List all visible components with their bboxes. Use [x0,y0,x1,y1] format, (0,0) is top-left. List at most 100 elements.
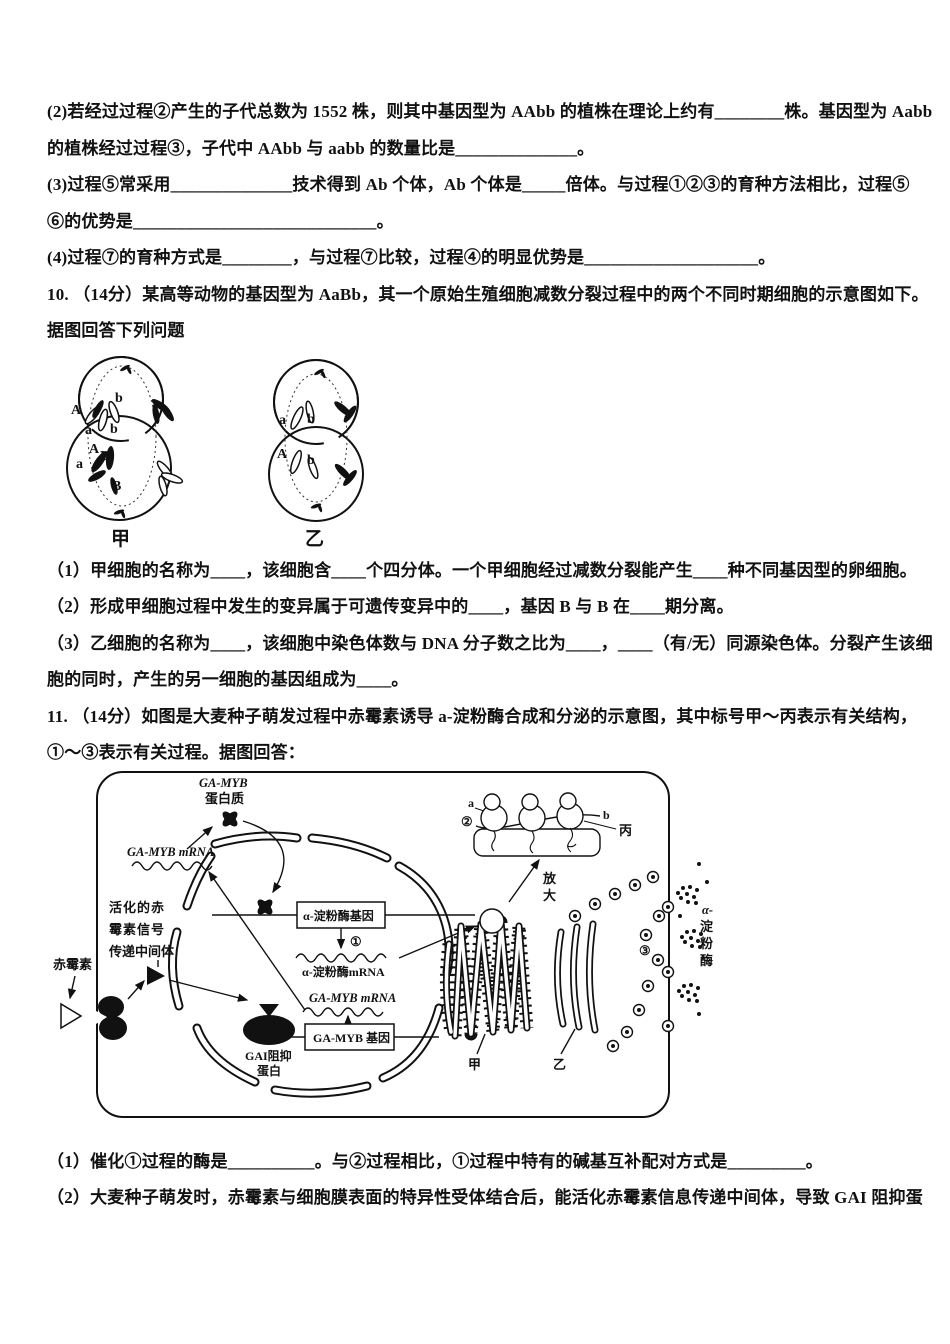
peptide-1 [491,830,496,851]
secreted-label-alpha: α- [702,903,713,917]
meiosis-cells-svg: A b a b A B a B 甲 [66,355,364,550]
chromosomes-jia-bottomright [156,460,184,496]
activated-intermediate-icon [147,965,165,985]
jia-pointer [476,1033,486,1054]
ga-myb-protein-label-line2: 蛋白质 [205,791,244,806]
peptide-2 [529,830,535,853]
meiosis-cells-figure: A b a b A B a B 甲 [53,352,910,557]
receptor-to-intermediate-arrow [127,979,145,999]
chromosomes-yi-bottom [289,449,357,486]
ga-myb-protein-label-line1: GA-MYB [199,776,248,790]
q9-line-3a: (3)过程⑤常采用______________技术得到 Ab 个体，Ab 个体是… [47,175,910,194]
ga-myb-mrna-cyto-label: GA-MYB mRNA [127,845,214,859]
gene-label-jia-a1: a [85,423,92,438]
rough-er [439,915,534,1040]
gene-label-jia-a2: a [76,457,83,472]
yi-pointer [560,1028,576,1054]
secreted-label-char4: 酶 [700,953,713,968]
chromosomes-jia-topleft [84,399,120,431]
magnify-label-char1: 放 [542,871,557,886]
secreted-label-char3: 粉 [700,936,713,951]
exam-content: (2)若经过过程②产生的子代总数为 1552 株，则其中基因型为 AAbb 的植… [47,102,933,1207]
secreted-amylase-label: α- 淀 粉 酶 [700,903,714,968]
gibberellin-molecule-icon [60,1002,83,1029]
secreted-label-char2: 淀 [700,919,714,934]
q9-line-3b: ⑥的优势是____________________________。 [47,211,394,231]
peptide-3 [566,827,577,852]
signal-intermediate-label-line2: 霉素信号 [109,922,165,937]
pole-top-yi [314,368,326,378]
gibberellin-pointer-arrow [67,975,77,999]
q9-line-4: (4)过程⑦的育种方式是________，与过程⑦比较，过程④的明显优势是___… [47,248,776,267]
spindle-jia [87,365,157,506]
amylase-cell-figure: GA-MYB 蛋白质 GA-MYB mRNA 活化的赤 霉素信号 传递中间体 赤 [47,764,910,1134]
magnify-label-char2: 大 [543,888,556,903]
inset-label-b: b [603,808,610,822]
gene-label-yi-a1: a [279,413,286,428]
inset-label-step2: ② [461,814,473,829]
q11-stem: 11. （14分）如图是大麦种子萌发过程中赤霉素诱导 a-淀粉酶合成和分泌的示意… [47,706,918,726]
ga-myb-gene-box [304,1022,395,1051]
ga-myb-mrna-cyto-wave [131,860,213,871]
q11-sub1: （1）催化①过程的酶是__________。与②过程相比，①过程中特有的碱基互补… [47,1151,823,1171]
chromosomes-jia-bottomleft [88,445,118,495]
chromosomes-jia-topright [151,398,174,424]
golgi [553,920,599,1033]
mrna-export-arrow [208,870,306,1010]
q10-sub2: （2）形成甲细胞过程中发生的变异属于可遗传变异中的____，基因 B 与 B 在… [47,597,734,616]
translation-arrow [186,825,214,850]
inset-label-bing: 丙 [619,823,632,838]
q11-sub2: （2）大麦种子萌发时，赤霉素与细胞膜表面的特异性受体结合后，能活化赤霉素信息传递… [47,1188,923,1207]
cell-membrane-border [96,770,670,1118]
receptor-icon [96,995,127,1040]
gene-label-jia-A1: A [71,403,82,418]
signal-intermediate-label-line3: 传递中间体 [108,944,175,959]
intermediate-to-gai-arrow [168,978,249,1002]
caption-yi: 乙 [305,529,324,550]
gene-label-jia-B1: B [100,449,109,464]
gene-label-jia-B2: B [112,479,121,494]
q10-stem-cont: 据图回答下列问题 [47,321,185,340]
golgi-label-yi: 乙 [553,1057,566,1072]
gai-triangle-icon [259,1003,279,1017]
q10-sub3b: 胞的同时，产生的另一细胞的基因组成为____。 [47,670,409,689]
amylase-gene-label: α-淀粉酶基因 [303,908,374,923]
inset-label-a: a [468,796,474,810]
amylase-mrna-label: α-淀粉酶mRNA [302,964,385,979]
q11-stem-cont: ①～③表示有关过程。据图回答： [47,743,305,762]
gene-label-jia-b2: b [110,422,118,437]
secreted-amylase-dots [676,861,709,1016]
amylase-gene-box [296,900,386,929]
signal-intermediate-label-line1: 活化的赤 [109,900,165,915]
caption-jia: 甲 [111,529,130,550]
gibberellin-label: 赤霉素 [53,957,92,972]
pole-bottom-yi [310,502,323,512]
polysome-inset: a ② b 丙 [461,791,632,857]
gene-label-yi-A1: A [277,447,288,462]
ga-myb-mrna-nuc-wave [302,1006,384,1017]
amylase-mrna-wave [295,952,387,963]
cell-jia-diagram: A b a b A B a B 甲 [66,355,184,550]
gene-label-jia-b1: b [115,391,123,406]
amylase-cell-svg: GA-MYB 蛋白质 GA-MYB mRNA 活化的赤 霉素信号 传递中间体 赤 [53,770,714,1118]
protein-to-gene-arrow [242,819,285,893]
step1-label: ① [350,934,362,949]
cell-yi-diagram: a b A b 乙 [268,358,364,550]
q10-stem: 10. （14分）某高等动物的基因型为 AaBb，其一个原始生殖细胞减数分裂过程… [47,284,929,304]
q10-sub3a: （3）乙细胞的名称为____，该细胞中染色体数与 DNA 分子数之比为____，… [47,633,933,653]
gene-label-yi-b2: b [307,453,315,468]
gai-label-line2: 蛋白 [257,1063,281,1078]
ga-myb-gene-label: GA-MYB 基因 [313,1030,390,1045]
magnified-region-circle [479,907,505,934]
q9-line-2a: (2)若经过过程②产生的子代总数为 1552 株，则其中基因型为 AAbb 的植… [47,102,933,121]
gene-label-jia-A2: A [89,442,100,457]
magnify-arrow [508,858,540,902]
gai-protein-icon [243,1014,295,1045]
ga-myb-mrna-nuc-label: GA-MYB mRNA [309,991,396,1005]
chromosomes-yi-top [290,399,357,430]
pole-bottom-jia [113,508,126,518]
er-label-jia: 甲 [468,1057,481,1072]
pole-top-jia [120,364,132,374]
step3-label: ③ [639,943,651,958]
